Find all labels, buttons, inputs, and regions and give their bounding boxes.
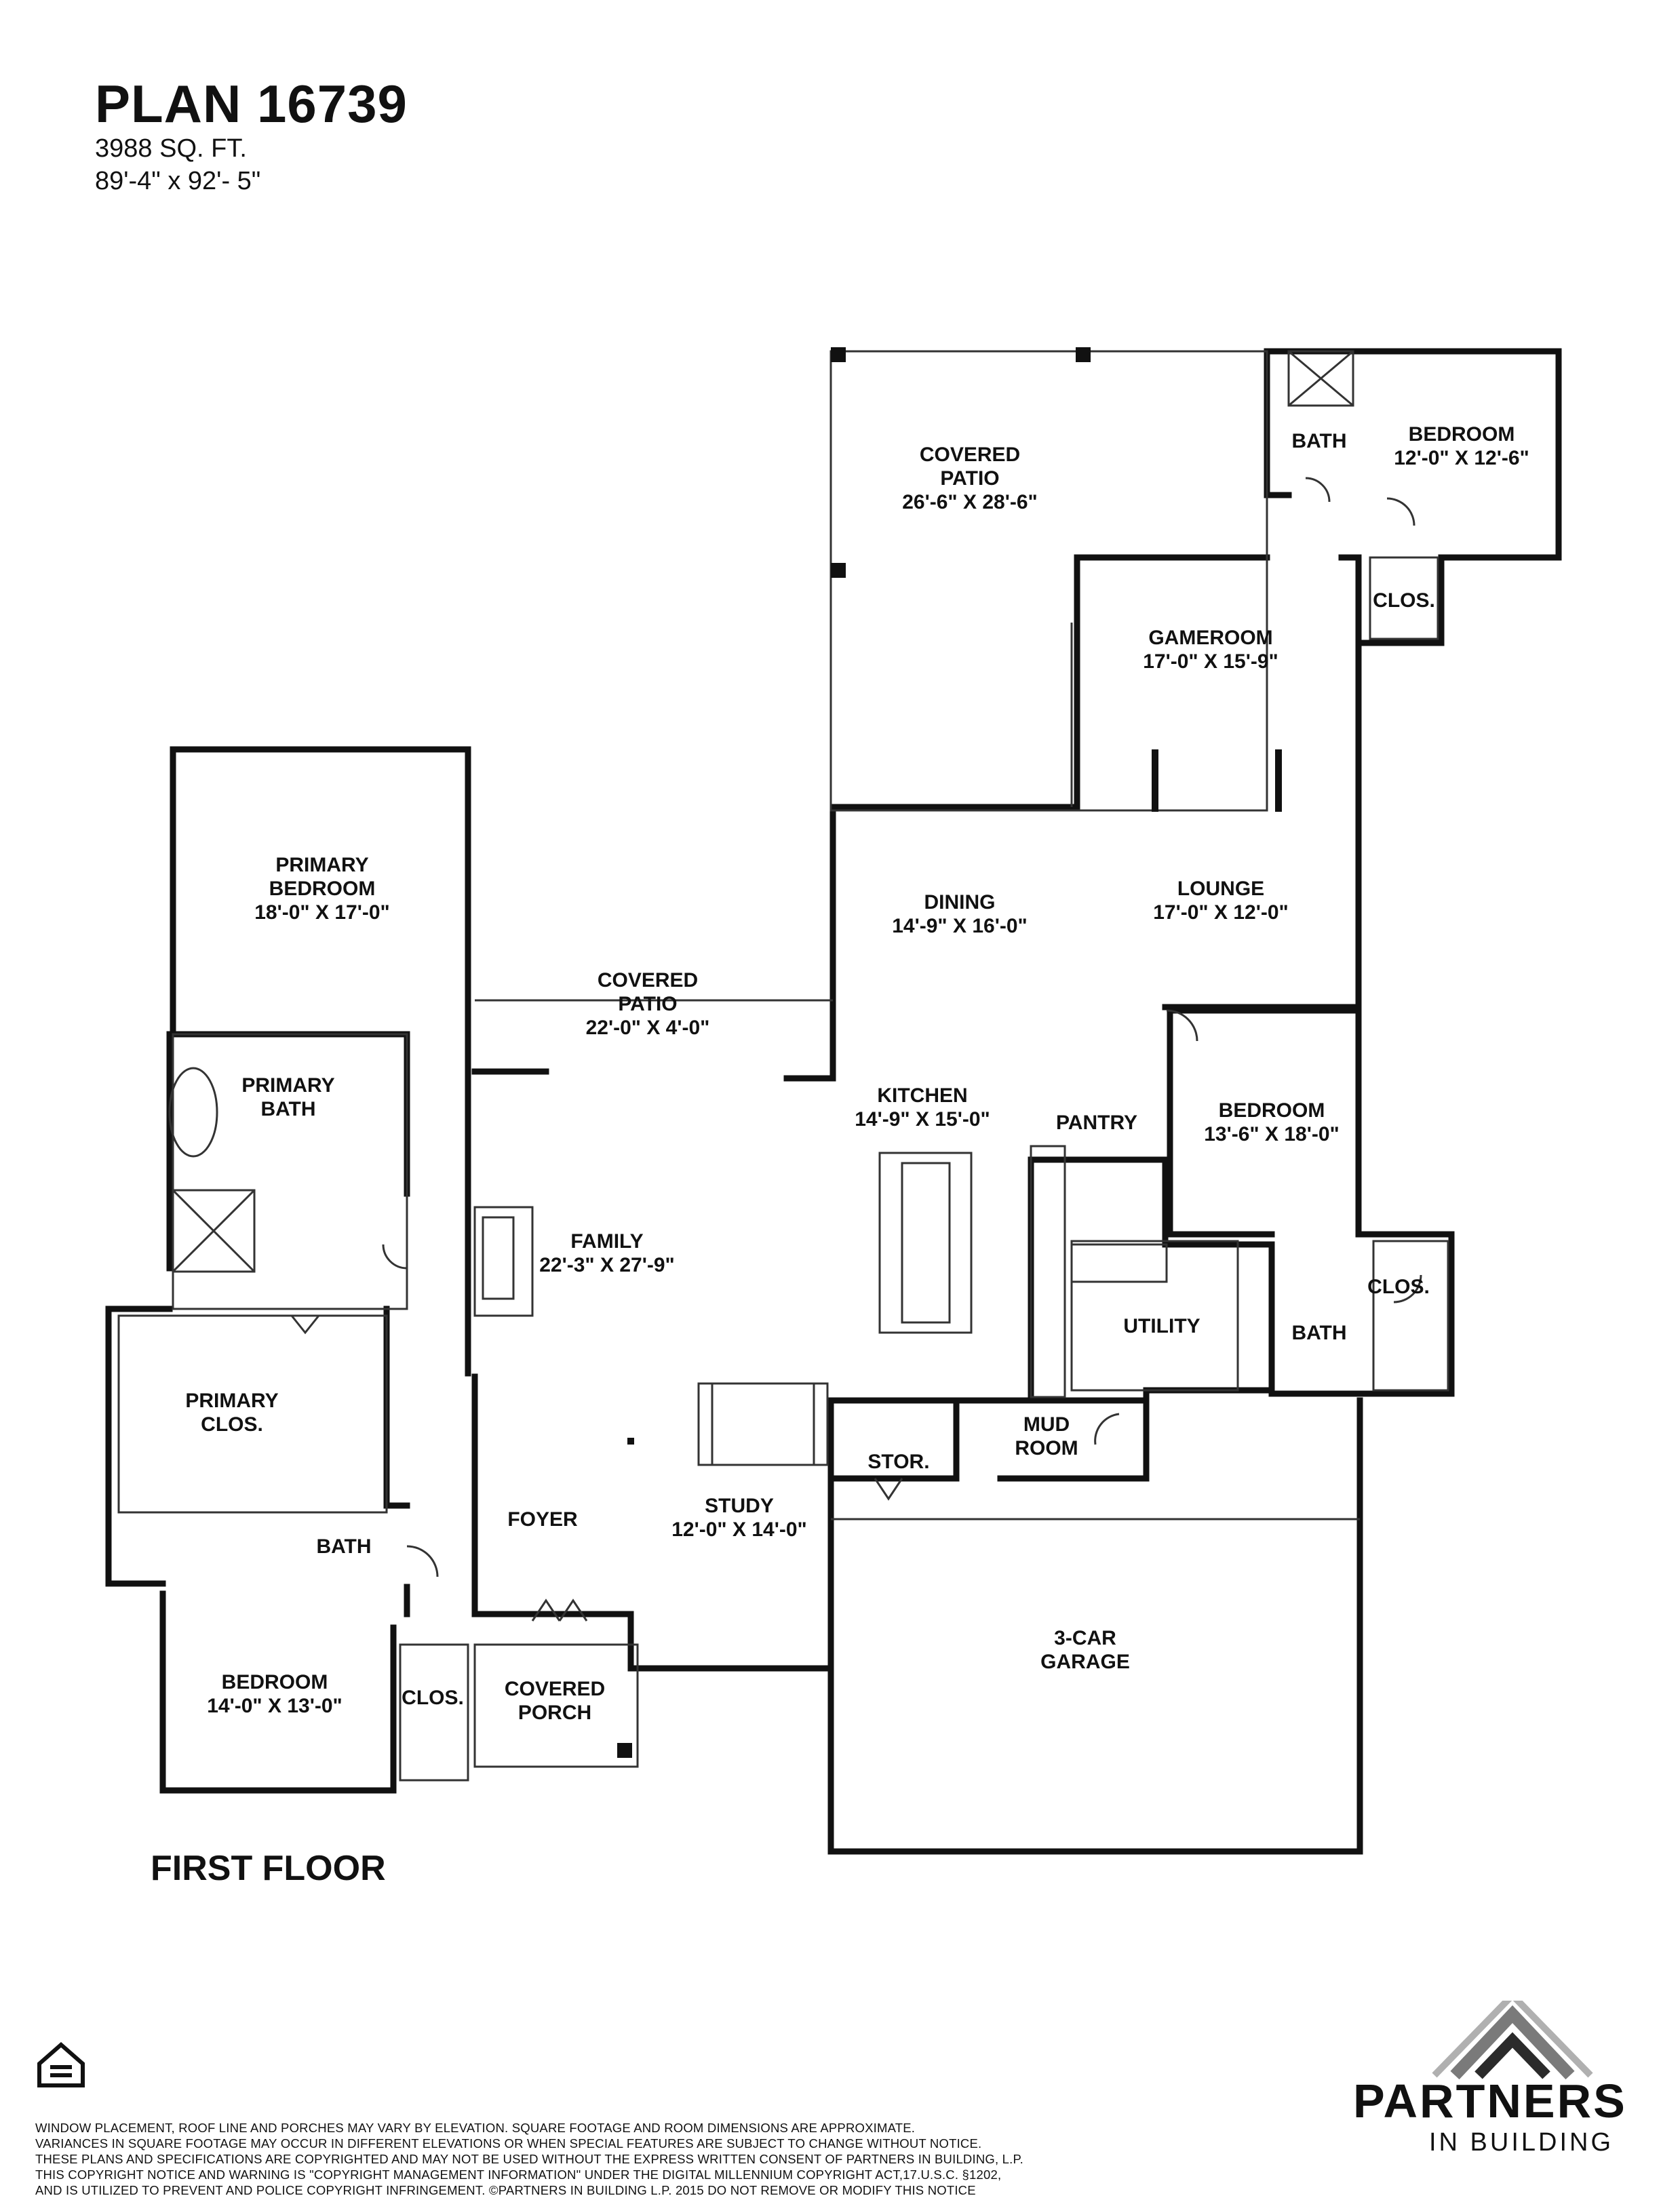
room-name-line: BEDROOM [1219, 1099, 1325, 1122]
room-name-line: KITCHEN [877, 1084, 967, 1107]
plan-overall-dimensions: 89'-4" x 92'- 5" [95, 167, 261, 195]
room-name-line: GARAGE [1040, 1651, 1130, 1673]
brand-subtitle: IN BUILDING [1429, 2128, 1614, 2157]
room-name-line: PORCH [518, 1702, 591, 1724]
room-name-line: DINING [924, 891, 996, 914]
room-name-line: PATIO [940, 467, 999, 490]
room-label-pantry: PANTRY [1056, 1112, 1137, 1134]
room-name-line: BEDROOM [269, 878, 376, 900]
room-name-line: LOUNGE [1177, 878, 1264, 900]
room-name-line: MUD [1023, 1413, 1070, 1436]
room-label-utility: UTILITY [1123, 1315, 1200, 1337]
room-name-line: CLOS. [1373, 589, 1435, 612]
equal-housing-logo [37, 2042, 85, 2087]
disclaimer-line-3: THESE PLANS AND SPECIFICATIONS ARE COPYR… [35, 2152, 1023, 2166]
room-name-line: STOR. [867, 1451, 929, 1473]
room-size: 26'-6" X 28'-6" [902, 491, 1037, 513]
room-label-bath-e: BATH [1291, 1322, 1346, 1344]
room-name-line: PRIMARY [185, 1390, 278, 1412]
room-label-bath-sw: BATH [316, 1535, 371, 1558]
room-size: 14'-9" X 15'-0" [855, 1108, 990, 1131]
gameroom-columns [1152, 749, 1282, 812]
room-size: 13'-6" X 18'-0" [1204, 1123, 1339, 1145]
room-label-clos-sw: CLOS. [402, 1687, 464, 1709]
room-label-stor: STOR. [867, 1451, 929, 1473]
room-name-line: COVERED [598, 969, 698, 992]
room-name-line: CLOS. [402, 1687, 464, 1709]
room-name-line: PRIMARY [241, 1074, 334, 1097]
room-size: 14'-9" X 16'-0" [892, 915, 1027, 937]
room-size: 14'-0" X 13'-0" [207, 1695, 342, 1717]
floor-label: FIRST FLOOR [151, 1849, 386, 1888]
room-name-line: BATH [316, 1535, 371, 1558]
room-name-line: BEDROOM [1409, 423, 1515, 446]
room-size: 17'-0" X 15'-9" [1143, 650, 1278, 673]
disclaimer-line-1: WINDOW PLACEMENT, ROOF LINE AND PORCHES … [35, 2121, 916, 2135]
room-name-line: BATH [1291, 1322, 1346, 1344]
room-size: 17'-0" X 12'-0" [1153, 901, 1288, 924]
room-label-clos-ne: CLOS. [1373, 589, 1435, 612]
room-name-line: CLOS. [1367, 1276, 1430, 1298]
room-name-line: COVERED [505, 1678, 605, 1700]
room-name-line: GAMEROOM [1148, 627, 1272, 649]
room-size: 22'-0" X 4'-0" [586, 1017, 710, 1039]
partners-in-building-logo: PARTNERS IN BUILDING [1353, 2001, 1672, 2163]
room-label-foyer: FOYER [507, 1508, 578, 1531]
plan-title: PLAN 16739 [95, 74, 408, 134]
room-name-line: FAMILY [570, 1230, 643, 1253]
copyright-disclaimer: WINDOW PLACEMENT, ROOF LINE AND PORCHES … [35, 2120, 1304, 2198]
plan-square-footage: 3988 SQ. FT. [95, 134, 247, 163]
room-size: 18'-0" X 17'-0" [254, 901, 389, 924]
room-name-line: 3-CAR [1054, 1627, 1116, 1649]
roof-mark-icon [1432, 2001, 1593, 2080]
room-size: 12'-0" X 12'-6" [1394, 447, 1529, 469]
patio-posts [617, 347, 1091, 1758]
room-size: 12'-0" X 14'-0" [671, 1518, 806, 1541]
room-name-line: PANTRY [1056, 1112, 1137, 1134]
room-name-line: PATIO [618, 993, 677, 1015]
room-name-line: BATH [1291, 430, 1346, 452]
room-label-clos-e: CLOS. [1367, 1276, 1430, 1298]
brand-name: PARTNERS [1353, 2075, 1627, 2127]
disclaimer-line-2: VARIANCES IN SQUARE FOOTAGE MAY OCCUR IN… [35, 2136, 982, 2151]
room-label-bath-guest-ne: BATH [1291, 430, 1346, 452]
room-name-line: BEDROOM [222, 1671, 328, 1693]
room-name-line: FOYER [507, 1508, 578, 1531]
room-size: 22'-3" X 27'-9" [539, 1254, 674, 1276]
walls [105, 348, 1562, 1855]
room-name-line: COVERED [920, 444, 1020, 466]
room-name-line: PRIMARY [275, 854, 368, 876]
thin-lines [117, 350, 1449, 1782]
room-name-line: BATH [260, 1098, 315, 1120]
disclaimer-line-4: THIS COPYRIGHT NOTICE AND WARNING IS "CO… [35, 2167, 1002, 2182]
room-name-line: STUDY [705, 1495, 774, 1517]
disclaimer-line-5: AND IS UTILIZED TO PREVENT AND POLICE CO… [35, 2183, 976, 2197]
room-name-line: UTILITY [1123, 1315, 1200, 1337]
room-name-line: ROOM [1015, 1437, 1078, 1459]
room-name-line: CLOS. [201, 1413, 263, 1436]
